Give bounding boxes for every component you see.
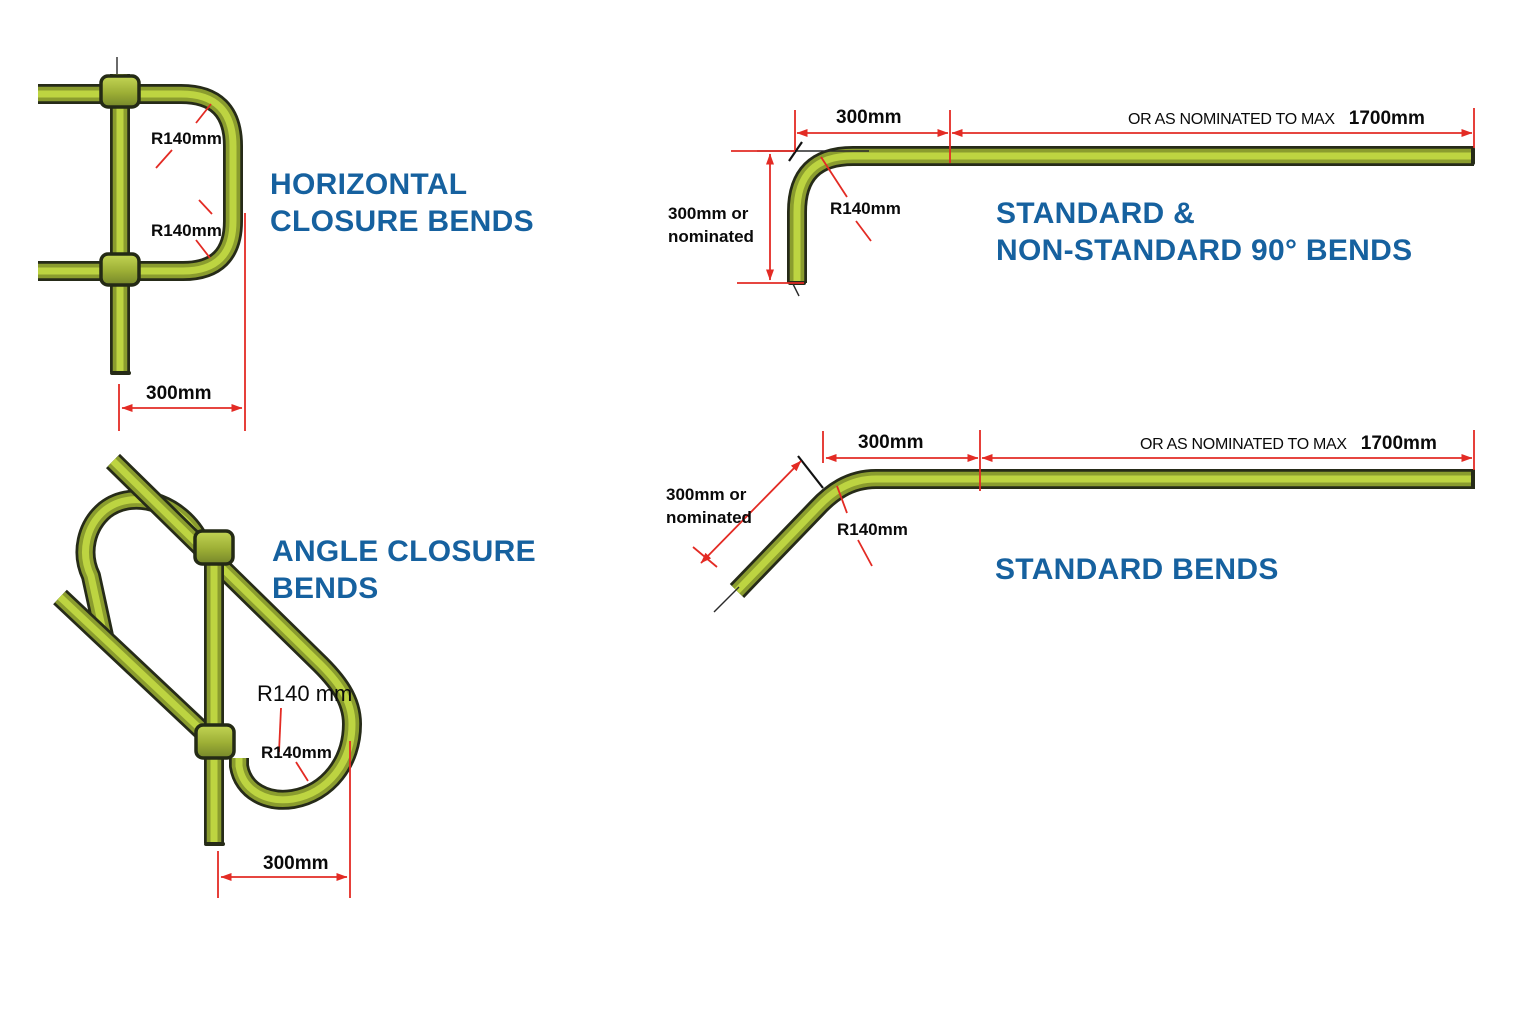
end-tick bbox=[713, 586, 740, 613]
horizontal-closure-figure bbox=[38, 57, 246, 431]
radius-label: R140 mm bbox=[257, 681, 353, 706]
dimension-end-tick bbox=[692, 546, 718, 568]
radius-leader bbox=[836, 485, 848, 514]
title-line: HORIZONTAL bbox=[270, 168, 468, 201]
figure-title-standard-bends: STANDARD BENDS bbox=[995, 551, 1279, 588]
lower-rail-tube bbox=[60, 597, 212, 740]
radius-leader bbox=[855, 220, 872, 242]
radius-leader bbox=[195, 239, 211, 259]
dimension-label: 300mm bbox=[146, 383, 212, 404]
diagonal-dimension-label: nominated bbox=[666, 508, 752, 527]
closure-loop-tube bbox=[137, 94, 233, 271]
bottom-fitting bbox=[194, 723, 236, 760]
dimension-line-diagonal bbox=[700, 460, 802, 564]
diagonal-dimension-label: 300mm or bbox=[666, 485, 747, 504]
radius-leader bbox=[857, 539, 873, 567]
dimension-label-max: OR AS NOMINATED TO MAX 1700mm bbox=[1140, 433, 1437, 455]
max-text: OR AS NOMINATED TO MAX bbox=[1128, 111, 1335, 128]
max-text: OR AS NOMINATED TO MAX bbox=[1140, 436, 1347, 453]
max-value: 1700mm bbox=[1348, 108, 1425, 129]
standard-90-figure bbox=[731, 108, 1474, 297]
tangent-tick bbox=[797, 455, 824, 489]
top-fitting bbox=[99, 74, 141, 109]
title-line: STANDARD BENDS bbox=[995, 553, 1279, 586]
radius-leader bbox=[295, 761, 309, 782]
dimension-label: 300mm bbox=[836, 107, 902, 128]
figure-title-horizontal-closure: HORIZONTAL CLOSURE BENDS bbox=[270, 166, 534, 240]
radius-leader bbox=[820, 156, 848, 198]
radius-leader bbox=[278, 707, 282, 753]
drop-dimension-label: nominated bbox=[668, 227, 754, 246]
radius-label: R140mm bbox=[151, 221, 222, 240]
bottom-fitting bbox=[99, 252, 141, 287]
radius-leader bbox=[195, 103, 212, 124]
dimension-label-max: OR AS NOMINATED TO MAX 1700mm bbox=[1128, 108, 1425, 130]
radius-label: R140mm bbox=[837, 520, 908, 539]
figure-title-angle-closure: ANGLE CLOSURE BENDS bbox=[272, 533, 536, 607]
title-line: NON-STANDARD 90° BENDS bbox=[996, 234, 1413, 267]
radius-leader bbox=[155, 149, 173, 169]
drop-dimension-label: 300mm or bbox=[668, 204, 749, 223]
radius-label: R140mm bbox=[830, 199, 901, 218]
title-line: CLOSURE BENDS bbox=[270, 205, 534, 238]
top-fitting bbox=[193, 529, 235, 566]
title-line: BENDS bbox=[272, 572, 379, 605]
radius-label: R140mm bbox=[151, 129, 222, 148]
radius-leader bbox=[198, 199, 213, 215]
radius-label: R140mm bbox=[261, 743, 332, 762]
tangent-tick bbox=[788, 141, 803, 162]
max-value: 1700mm bbox=[1360, 433, 1437, 454]
standard-bends-figure bbox=[692, 430, 1475, 613]
dimension-label: 300mm bbox=[858, 432, 924, 453]
title-line: ANGLE CLOSURE bbox=[272, 535, 536, 568]
dimension-label: 300mm bbox=[263, 853, 329, 874]
angle-closure-figure bbox=[60, 461, 352, 898]
figure-title-standard-90: STANDARD & NON-STANDARD 90° BENDS bbox=[996, 195, 1412, 269]
end-tick bbox=[792, 283, 800, 297]
title-line: STANDARD & bbox=[996, 197, 1196, 230]
